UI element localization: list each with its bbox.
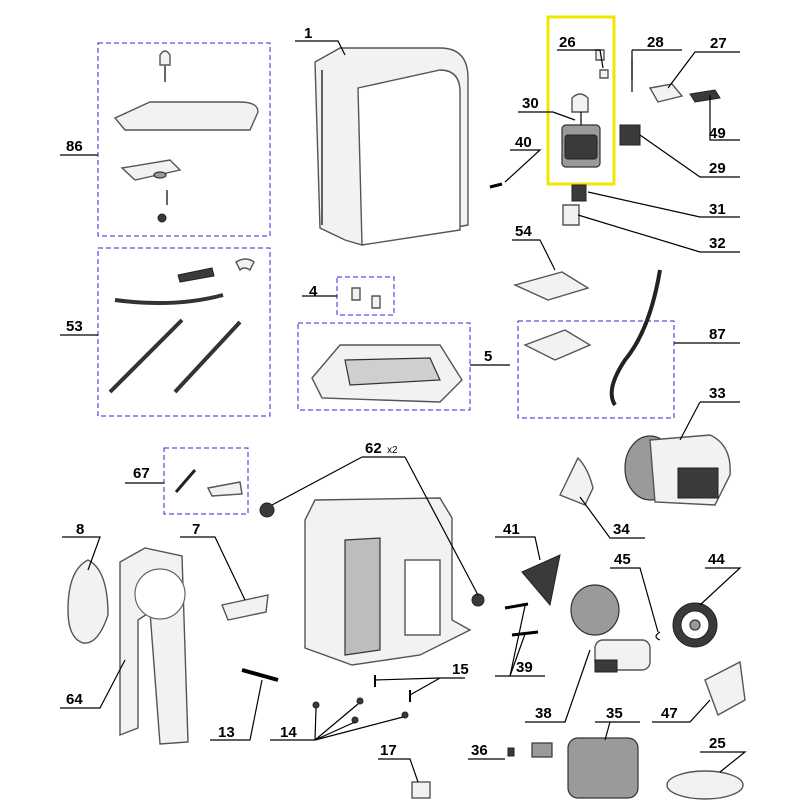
callout-62: 62 xyxy=(365,440,382,457)
callout-15: 15 xyxy=(452,661,469,678)
callout-33: 33 xyxy=(709,385,726,402)
part-32-fitting xyxy=(562,204,580,226)
part-17-drawing xyxy=(411,781,431,799)
part-34-shroud xyxy=(559,456,594,506)
callout-14: 14 xyxy=(280,724,297,741)
callout-32: 32 xyxy=(709,235,726,252)
part-47-drawing xyxy=(704,660,746,717)
callout-7: 7 xyxy=(192,521,200,538)
group-box-4 xyxy=(336,276,395,316)
callout-41: 41 xyxy=(503,521,520,538)
callout-39: 39 xyxy=(516,659,533,676)
part-7-drawing xyxy=(221,594,269,621)
part-15-screws xyxy=(374,675,411,702)
callout-26: 26 xyxy=(559,34,576,51)
callout-34: 34 xyxy=(613,521,630,538)
callout-29: 29 xyxy=(709,160,726,177)
leader-lines xyxy=(60,40,747,783)
part-8-drawing xyxy=(67,559,109,644)
callout-87: 87 xyxy=(709,326,726,343)
callout-53: 53 xyxy=(66,318,83,335)
callout-13: 13 xyxy=(218,724,235,741)
callout-62-quantity: x2 xyxy=(387,445,398,456)
callout-47: 47 xyxy=(661,705,678,722)
part-1-cover xyxy=(314,47,469,246)
callout-38: 38 xyxy=(535,705,552,722)
highlight-box-30 xyxy=(546,15,616,186)
part-62-hinge-left xyxy=(259,502,275,518)
callout-44: 44 xyxy=(708,551,725,568)
callout-49: 49 xyxy=(709,125,726,142)
part-38-motor xyxy=(570,584,651,673)
callout-64: 64 xyxy=(66,691,83,708)
part-13-drawing xyxy=(241,668,279,682)
part-29-coil xyxy=(619,124,641,146)
part-33-brew-group xyxy=(624,434,731,506)
callout-25: 25 xyxy=(709,735,726,752)
part-31-spring xyxy=(571,184,587,202)
part-26-28-27-drawing xyxy=(595,49,721,103)
callout-86: 86 xyxy=(66,138,83,155)
callout-1: 1 xyxy=(304,25,312,42)
part-87-drawing xyxy=(523,269,662,407)
part-86-drawing xyxy=(113,50,259,223)
part-39-pins xyxy=(504,602,539,637)
part-64-panel xyxy=(119,547,189,745)
callout-54: 54 xyxy=(515,223,532,240)
part-53-drawing xyxy=(108,258,255,394)
callout-5: 5 xyxy=(484,348,492,365)
group-box-5 xyxy=(297,322,471,411)
callout-67: 67 xyxy=(133,465,150,482)
part-36-drawing xyxy=(507,742,553,758)
group-box-86 xyxy=(97,42,271,237)
part-54-plate xyxy=(512,271,590,301)
callout-17: 17 xyxy=(380,742,397,759)
part-41-drawing xyxy=(521,554,561,607)
callout-35: 35 xyxy=(606,705,623,722)
part-67-drawing xyxy=(174,469,243,497)
part-30-pump xyxy=(561,93,601,168)
part-4-clips xyxy=(351,287,381,309)
callout-36: 36 xyxy=(471,742,488,759)
callout-4: 4 xyxy=(309,283,318,300)
part-45-clip xyxy=(655,631,661,641)
callout-28: 28 xyxy=(647,34,664,51)
callout-31: 31 xyxy=(709,201,726,218)
group-box-67 xyxy=(163,447,249,515)
part-44-gear xyxy=(672,602,718,648)
part-chassis xyxy=(304,497,472,666)
callout-30: 30 xyxy=(522,95,539,112)
part-62-hinge-right xyxy=(471,593,485,607)
callout-45: 45 xyxy=(614,551,631,568)
part-25-drawing xyxy=(666,770,744,800)
group-box-87 xyxy=(517,320,675,419)
callout-8: 8 xyxy=(76,521,84,538)
callout-27: 27 xyxy=(710,35,727,52)
group-box-53 xyxy=(97,247,271,417)
part-40-pin xyxy=(489,182,503,189)
part-5-frame xyxy=(311,344,463,403)
part-35-drawing xyxy=(567,737,639,799)
callout-40: 40 xyxy=(515,134,532,151)
